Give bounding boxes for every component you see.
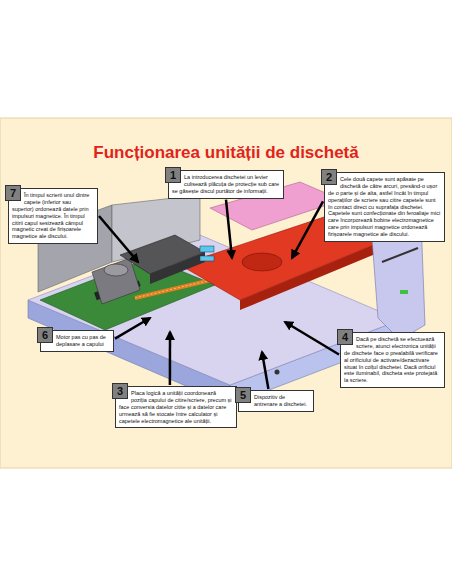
callout-box: 3Placa logică a unității coordonează poz… — [115, 386, 237, 428]
stepper-motor — [92, 258, 140, 304]
leader-arrow — [99, 216, 138, 262]
callout-box: 2Cele două capete sunt apăsate pe dische… — [324, 172, 445, 242]
callout-number: 5 — [235, 387, 251, 403]
front-hole — [275, 370, 280, 375]
disk-slot — [382, 248, 418, 262]
callout-text: Cele două capete sunt apăsate pe dischet… — [328, 176, 441, 238]
callout-text: Motor pas cu pas de deplasare a capului — [44, 334, 110, 348]
leader-arrow — [262, 352, 268, 389]
leader-arrow — [285, 322, 339, 354]
leader-arrow — [115, 318, 150, 339]
leader-arrow — [169, 332, 172, 385]
motor-top — [104, 264, 128, 276]
leader-arrow — [226, 200, 232, 258]
spindle — [242, 253, 282, 271]
callout-box: 1La introducerea dischetei un levier cul… — [168, 170, 284, 199]
callout-number: 4 — [337, 329, 353, 345]
callout-number: 6 — [37, 327, 53, 343]
callout-box: 6Motor pas cu pas de deplasare a capului — [40, 330, 114, 352]
callout-number: 3 — [112, 383, 128, 399]
head-carriage-side — [150, 252, 205, 284]
callout-box: 4Dacă pe dischetă se efectuează scriere,… — [340, 332, 445, 388]
callout-box: 7În timpul scrierii unul dintre capete (… — [8, 188, 98, 244]
disk-plate-side — [240, 240, 385, 310]
callout-number: 2 — [321, 169, 337, 185]
callout-number: 7 — [5, 185, 21, 201]
callout-text: Placa logică a unității coordonează pozi… — [119, 390, 233, 424]
leader-arrow — [292, 201, 323, 258]
title: Funcționarea unității de dischetă — [0, 143, 452, 163]
callout-text: La introducerea dischetei un levier culi… — [172, 174, 280, 195]
callout-text: Dacă pe dischetă se efectuează scriere, … — [344, 336, 441, 384]
read-write-head — [200, 256, 214, 261]
callout-number: 1 — [165, 167, 181, 183]
poster-ground — [0, 118, 452, 468]
callout-text: Dispozitiv de antrenare a dischetei. — [242, 394, 310, 408]
read-write-head — [200, 246, 214, 252]
activity-led — [400, 290, 408, 294]
callout-text: În timpul scrierii unul dintre capete (i… — [12, 192, 94, 240]
callout-box: 5Dispozitiv de antrenare a dischetei. — [238, 390, 314, 412]
